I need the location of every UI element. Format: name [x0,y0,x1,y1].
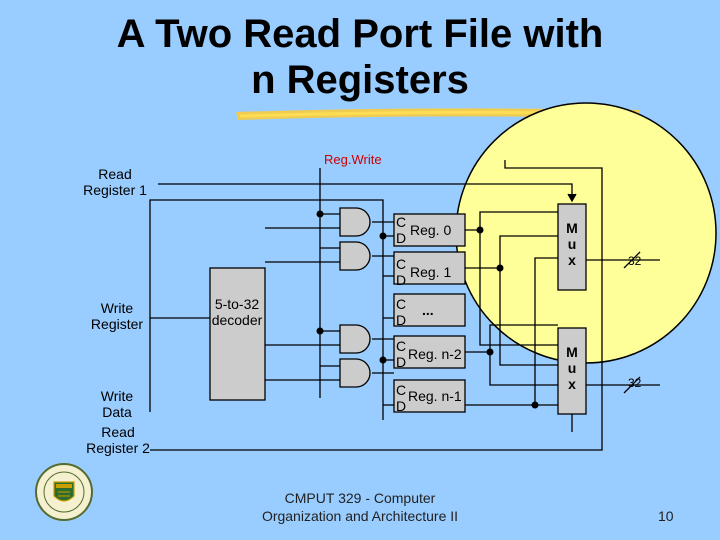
register-n1-box [393,379,466,413]
junction-dot [379,232,387,240]
write-data-label: Write Data [100,388,134,420]
register-2-d: D [396,312,407,328]
junction-dot [316,327,324,335]
and-gate-n2 [339,324,371,354]
register-n2-c: C [396,338,407,354]
junction-dot [316,210,324,218]
register-1-c: C [396,256,407,272]
junction-dot [531,401,539,409]
reg1-out [465,235,558,269]
junction-dot [496,264,504,272]
read-register-2-wire [150,160,603,451]
junction-dot [486,348,494,356]
register-n2-name: Reg. n-2 [408,346,462,362]
register-0-box [393,213,466,247]
and-gate-0 [339,207,371,237]
register-1-box [393,251,466,285]
regn1-out [465,257,558,406]
register-1-name: Reg. 1 [410,264,452,280]
junction-dot [476,226,484,234]
register-n2-d: D [396,354,407,370]
regn2-out [465,324,558,353]
bus-slash-top [623,251,641,269]
bus-width-bottom: 32 [628,376,642,390]
read-register-1-arrow [567,193,577,203]
mux-top-box [557,203,587,291]
write-data-wire [149,199,384,420]
register-0-d: D [396,230,407,246]
junction-dot [379,356,387,364]
page-number: 10 [658,508,674,524]
read-register-1-label: Read Register 1 [83,166,147,198]
register-n2-box [393,335,466,369]
and-gate-1 [339,241,371,271]
mux-bottom-box [557,327,587,415]
register-2-name: ... [422,302,434,318]
reg1-mux2 [499,268,558,366]
register-1-d: D [396,272,407,288]
mux-bottom-label: M u x [566,344,578,392]
register-2-c: C [396,296,407,312]
regn2-mux2 [489,352,558,386]
slide-title-line-2: n Registers [251,58,469,102]
register-n1-d: D [396,398,407,414]
mux-top-label: M u x [566,220,578,268]
bus-slash-bottom [623,376,641,394]
register-0-c: C [396,214,407,230]
university-crest-logo [35,463,93,521]
reg-write-label: Reg.Write [324,152,382,167]
bus-width-top: 32 [628,254,642,268]
decoder-box [209,267,266,401]
register-n1-c: C [396,382,407,398]
register-0-name: Reg. 0 [410,222,452,238]
footer-course-title: CMPUT 329 - Computer Organization and Ar… [261,490,459,524]
slide-title-line-1: A Two Read Port File with [116,12,604,56]
write-register-label: Write Register [90,300,144,332]
decoder-label: 5-to-32 decoder [211,296,263,328]
and-gate-n1 [339,358,371,388]
register-2-box [393,293,466,327]
reg0-out [465,211,558,231]
read-register-2-label: Read Register 2 [86,424,150,456]
register-n1-name: Reg. n-1 [408,388,462,404]
